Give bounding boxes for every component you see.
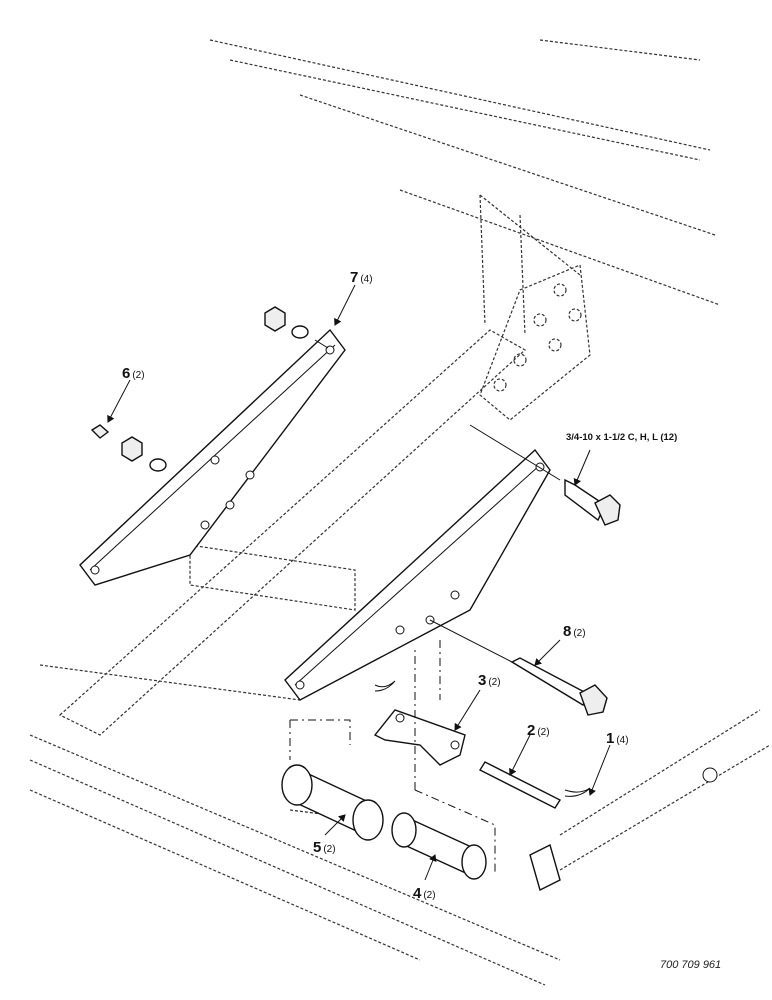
callout-6: 6(2) <box>122 365 145 382</box>
pin-2 <box>479 761 561 809</box>
right-bracket <box>284 448 551 701</box>
bolt-top <box>469 424 621 526</box>
callout-2: 2(2) <box>527 722 550 739</box>
machine-frame <box>29 39 771 986</box>
callout-3: 3(2) <box>478 672 501 689</box>
linkage-bar <box>529 767 718 892</box>
callout-5: 5(2) <box>313 839 336 856</box>
assembly-lines <box>289 640 496 875</box>
frame-member <box>58 329 527 736</box>
bolt-8 <box>429 619 608 716</box>
callout-arrows <box>107 284 611 881</box>
callout-7: 7(4) <box>350 269 373 286</box>
bolt-spec-label: 3/4-10 x 1-1/2 C, H, L (12) <box>566 432 677 443</box>
part-number: 700 709 961 <box>660 959 721 971</box>
roller-4 <box>391 812 487 880</box>
callout-1: 1(4) <box>606 730 629 747</box>
callout-8: 8(2) <box>563 623 586 640</box>
gusset-plate <box>479 264 591 421</box>
nut-washer-top <box>264 306 329 349</box>
callout-4: 4(2) <box>413 885 436 902</box>
grease-fitting-assembly <box>90 424 167 472</box>
roller-5 <box>281 764 384 841</box>
clip-3 <box>373 709 466 766</box>
left-bracket <box>79 328 346 586</box>
